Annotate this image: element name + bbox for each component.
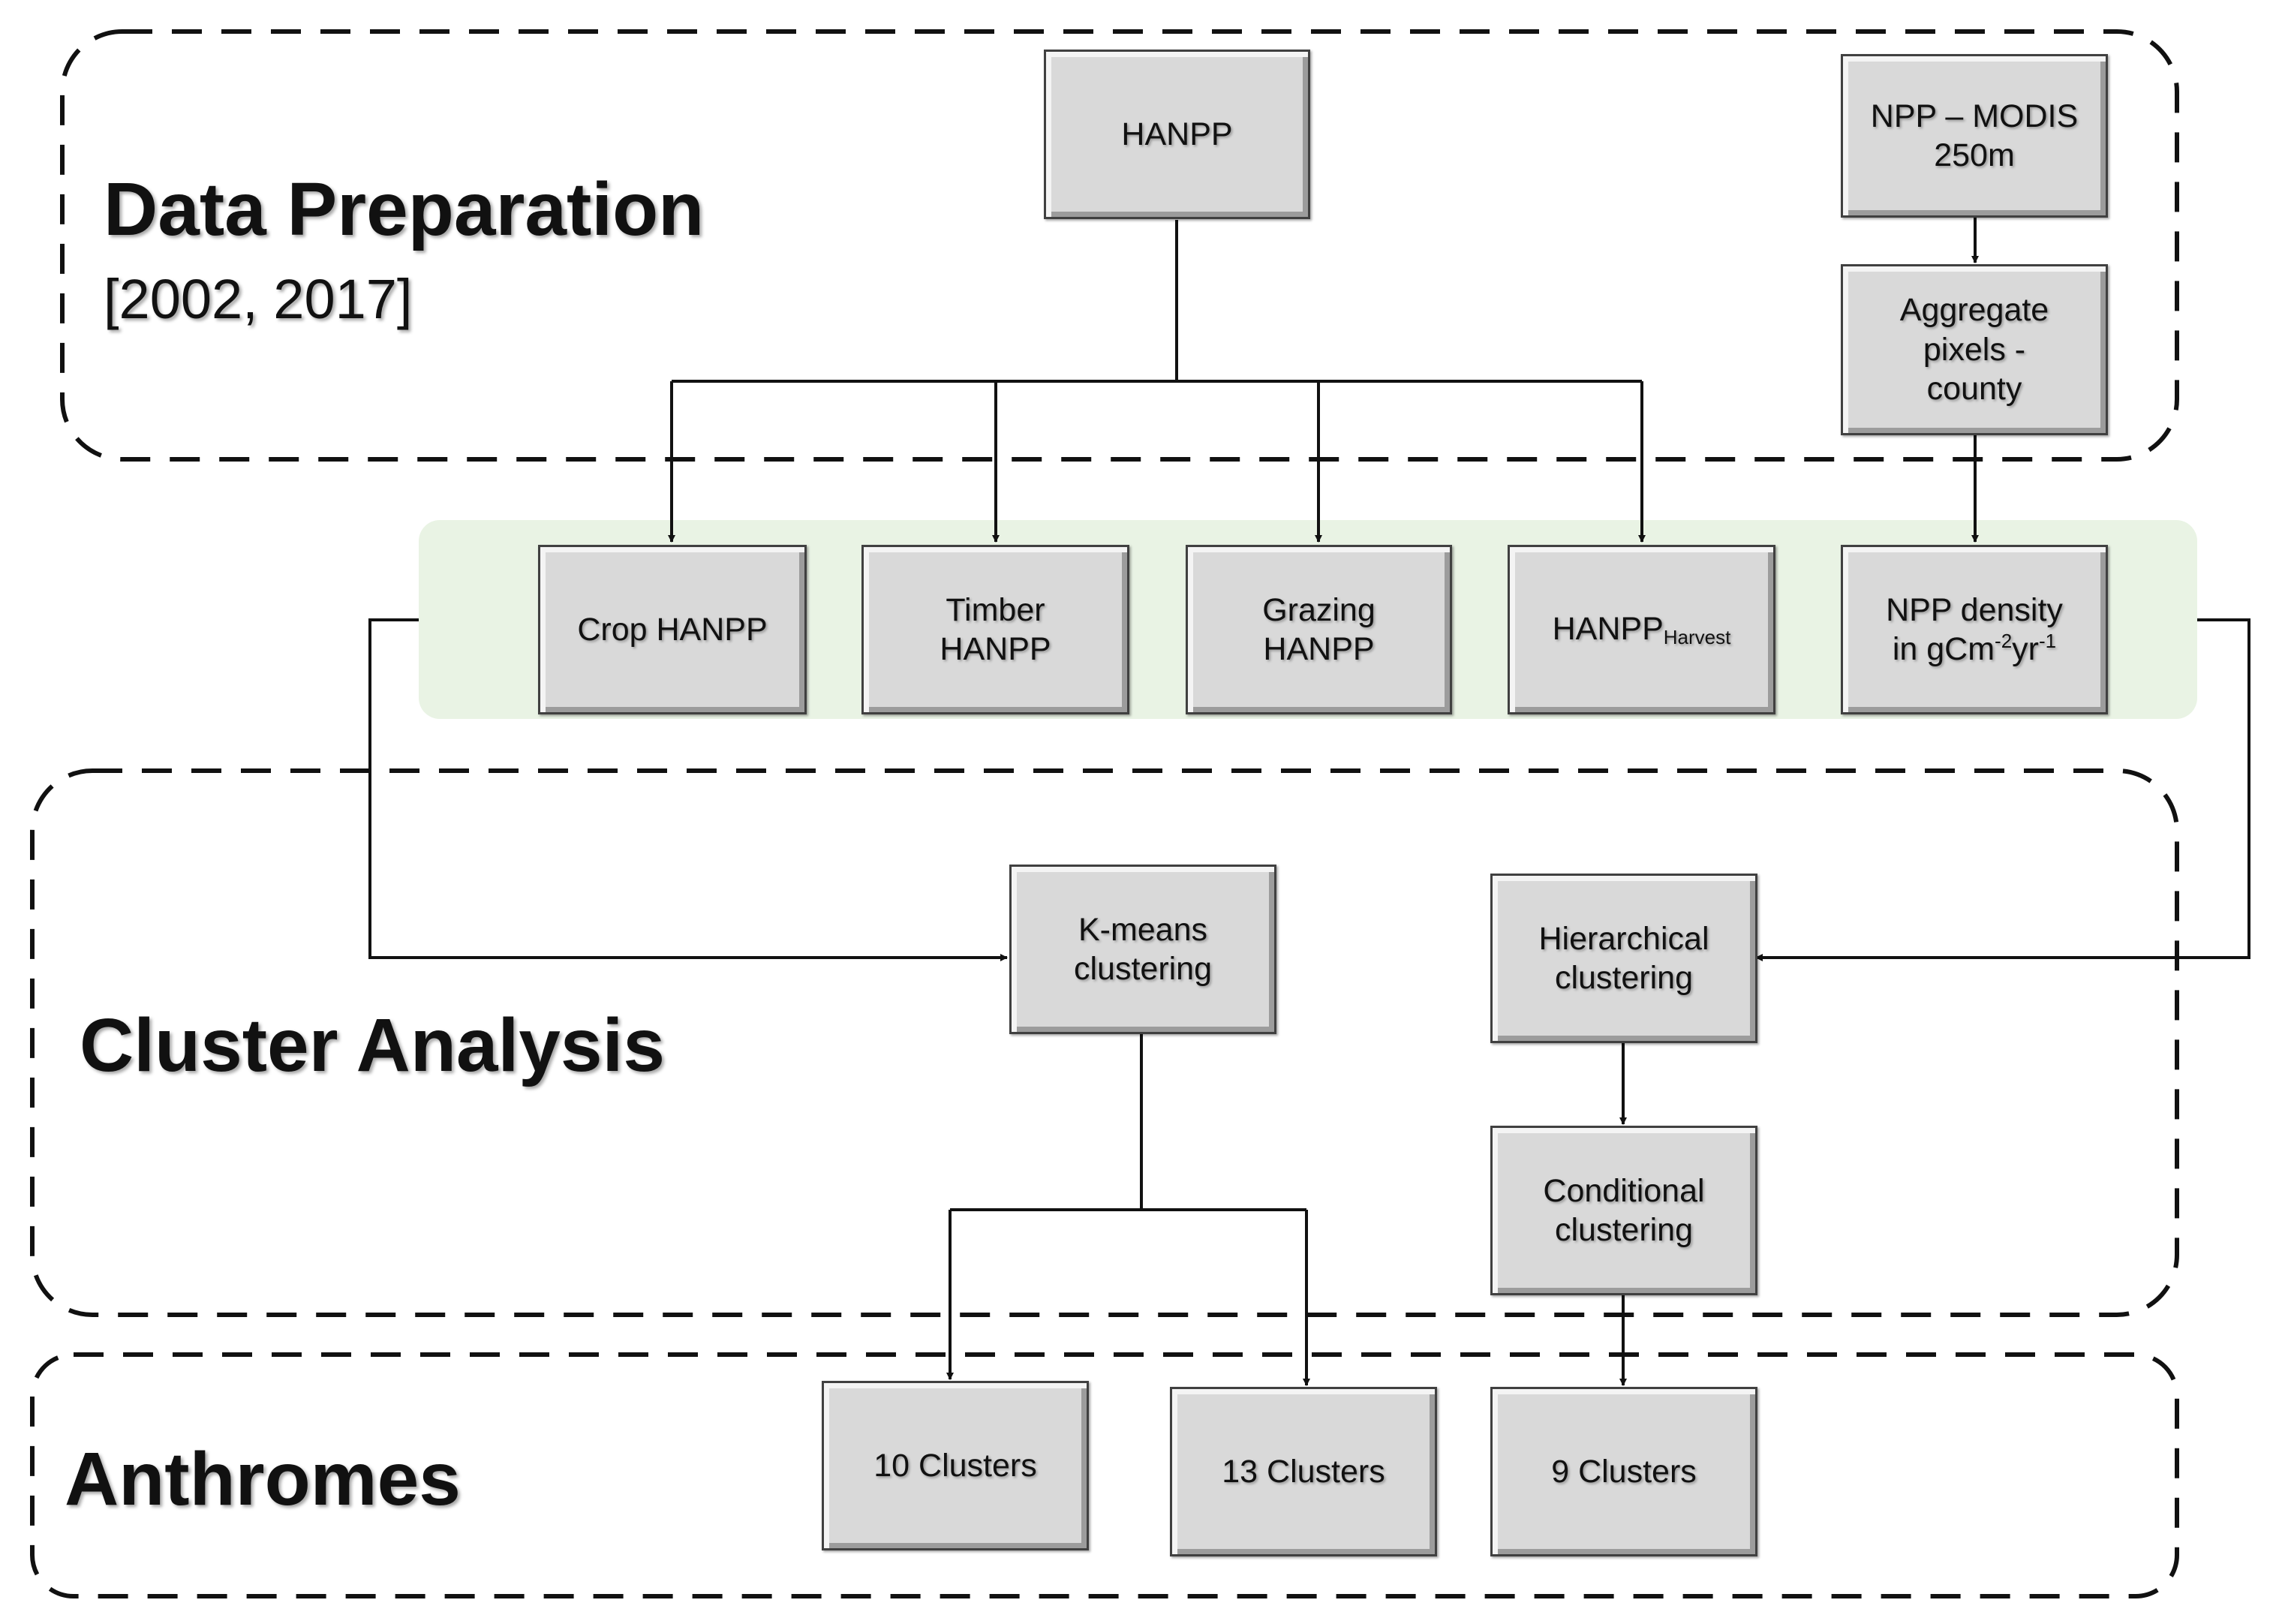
kmeans-clustering-box: K-means clustering xyxy=(1009,865,1276,1034)
hanpp-harvest-box: HANPPHarvest xyxy=(1508,545,1775,714)
grazing-hanpp-text: Grazing HANPP xyxy=(1262,591,1376,669)
npp-density-box: NPP density in gCm-2yr-1 xyxy=(1841,545,2108,714)
ten-clusters-box: 10 Clusters xyxy=(822,1381,1089,1550)
cluster-analysis-title: Cluster Analysis xyxy=(80,1003,665,1087)
hierarchical-text: Hierarchical clustering xyxy=(1538,919,1709,998)
npp-density-text: NPP density in gCm-2yr-1 xyxy=(1886,591,2063,669)
data-preparation-frame xyxy=(60,29,2179,462)
connectors xyxy=(368,218,2250,1386)
thirteen-clusters-label: 13 Clusters xyxy=(1222,1453,1385,1490)
arrow-band-to-hierarchical xyxy=(1755,618,2250,961)
conditional-clustering-box: Conditional clustering xyxy=(1490,1126,1757,1295)
aggregate-line-2: pixels - xyxy=(1923,331,2026,368)
anthromes-title: Anthromes xyxy=(65,1437,461,1521)
data-preparation-title: Data Preparation xyxy=(104,167,705,251)
conditional-line-2: clustering xyxy=(1554,1212,1694,1248)
grazing-hanpp-line-2: HANPP xyxy=(1263,631,1375,667)
npp-density-exponent-1: -2 xyxy=(1995,630,2013,652)
crop-hanpp-label: Crop HANPP xyxy=(577,611,768,648)
conditional-text: Conditional clustering xyxy=(1543,1171,1704,1250)
hanpp-box: HANPP xyxy=(1044,50,1310,219)
npp-modis-box: NPP – MODIS 250m xyxy=(1841,54,2108,218)
kmeans-line-1: K-means xyxy=(1078,911,1208,948)
nine-clusters-label: 9 Clusters xyxy=(1551,1453,1697,1490)
grazing-hanpp-box: Grazing HANPP xyxy=(1186,545,1452,714)
thirteen-clusters-box: 13 Clusters xyxy=(1170,1387,1437,1556)
conditional-line-1: Conditional xyxy=(1543,1172,1705,1209)
grazing-hanpp-line-1: Grazing xyxy=(1262,591,1376,628)
cluster-analysis-frame xyxy=(30,768,2179,1317)
timber-hanpp-line-2: HANPP xyxy=(940,631,1051,667)
hanpp-harvest-base: HANPP xyxy=(1552,611,1664,648)
aggregate-line-1: Aggregate xyxy=(1899,292,2049,329)
ten-clusters-label: 10 Clusters xyxy=(873,1447,1037,1484)
npp-modis-line-2: 250m xyxy=(1934,137,2015,173)
hierarchical-line-1: Hierarchical xyxy=(1538,920,1709,957)
kmeans-text: K-means clustering xyxy=(1074,910,1212,989)
hierarchical-clustering-box: Hierarchical clustering xyxy=(1490,874,1757,1043)
npp-density-mid: yr xyxy=(2012,631,2039,667)
npp-modis-text: NPP – MODIS 250m xyxy=(1871,97,2078,176)
data-preparation-years: [2002, 2017] xyxy=(104,268,413,330)
timber-hanpp-line-1: Timber xyxy=(946,591,1045,628)
nine-clusters-box: 9 Clusters xyxy=(1490,1387,1757,1556)
arrow-band-to-kmeans xyxy=(368,618,1008,961)
aggregate-pixels-box: Aggregate pixels - county xyxy=(1841,264,2108,435)
timber-hanpp-text: Timber HANPP xyxy=(940,591,1051,669)
npp-modis-line-1: NPP – MODIS xyxy=(1870,98,2079,134)
hanpp-label: HANPP xyxy=(1121,116,1233,152)
npp-density-prefix: in gCm xyxy=(1892,631,1995,667)
npp-density-exponent-2: -1 xyxy=(2039,630,2057,652)
timber-hanpp-box: Timber HANPP xyxy=(861,545,1129,714)
npp-density-line-2: in gCm-2yr-1 xyxy=(1886,630,2063,669)
npp-density-line-1: NPP density xyxy=(1886,591,2063,628)
anthromes-frame xyxy=(30,1352,2179,1598)
hanpp-harvest-text: HANPPHarvest xyxy=(1553,609,1731,650)
aggregate-pixels-text: Aggregate pixels - county xyxy=(1900,290,2049,408)
hanpp-harvest-subscript: Harvest xyxy=(1663,626,1731,649)
kmeans-line-2: clustering xyxy=(1073,951,1213,987)
hierarchical-line-2: clustering xyxy=(1554,960,1693,996)
aggregate-line-3: county xyxy=(1926,371,2022,408)
crop-hanpp-box: Crop HANPP xyxy=(538,545,807,714)
